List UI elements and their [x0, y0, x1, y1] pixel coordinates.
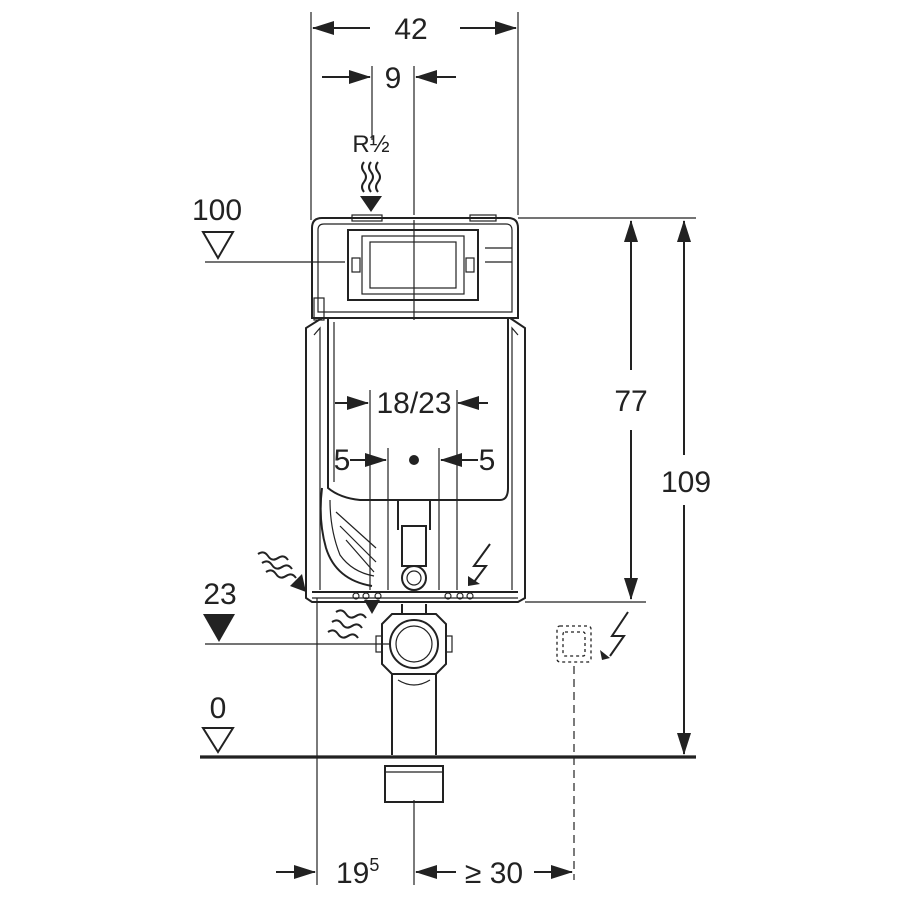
dimension-bolt-spacing: 18/23 5 5 [334, 387, 496, 590]
dim-19-5-base: 19 [336, 857, 369, 890]
level-23: 23 [203, 578, 390, 645]
dimension-width: 42 [310, 12, 519, 220]
dim-width-label: 42 [394, 13, 427, 46]
dim-18-23-label: 18/23 [376, 387, 451, 420]
thread-label: R½ [352, 131, 389, 158]
level-100-label: 100 [192, 194, 242, 227]
level-0: 0 [200, 692, 696, 759]
dim-5-left-label: 5 [334, 444, 351, 477]
dimension-offset: 9 [322, 62, 456, 215]
electric-icon [600, 611, 629, 660]
dimension-bottom: 195 ≥ 30 [276, 598, 573, 890]
dim-19-5-label: 195 [336, 855, 379, 890]
level-100: 100 [192, 194, 318, 263]
dim-5-right-label: 5 [479, 444, 496, 477]
level-23-label: 23 [203, 578, 236, 611]
drain-icon [257, 551, 306, 592]
dimension-heights: 77 109 [518, 217, 711, 755]
water-supply: R½ [352, 131, 390, 212]
dim-30-label: ≥ 30 [465, 857, 523, 890]
water-supply-icon-bottom [327, 600, 380, 639]
frame-bolts [352, 592, 474, 600]
dim-109-label: 109 [661, 466, 711, 499]
level-0-label: 0 [210, 692, 227, 725]
dim-77-label: 77 [614, 385, 647, 418]
dim-offset-label: 9 [385, 62, 402, 95]
center-dot [409, 455, 419, 465]
water-supply-icon [360, 161, 382, 212]
dim-19-5-sup: 5 [369, 855, 379, 875]
electrical-box-icon [556, 625, 592, 880]
electric-icon-frame [468, 543, 491, 586]
